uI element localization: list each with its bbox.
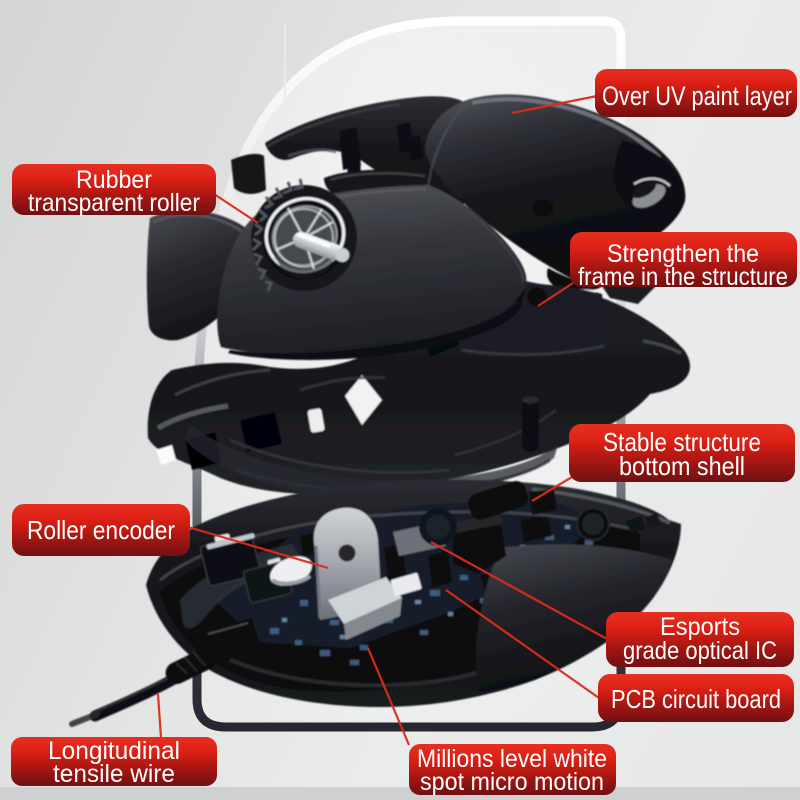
svg-text:PCB circuit board: PCB circuit board [611, 684, 781, 714]
svg-text:tensile wire: tensile wire [53, 760, 175, 788]
svg-text:Esports: Esports [660, 613, 740, 641]
svg-text:frame in the structure: frame in the structure [578, 263, 788, 291]
svg-text:bottom shell: bottom shell [619, 451, 745, 481]
svg-text:Rubber: Rubber [76, 166, 152, 194]
svg-text:Millions level white: Millions level white [417, 745, 607, 773]
svg-text:Over UV paint layer: Over UV paint layer [602, 81, 792, 111]
svg-text:transparent roller: transparent roller [28, 189, 200, 217]
svg-text:Longitudinal: Longitudinal [48, 737, 180, 765]
svg-text:Strengthen the: Strengthen the [607, 240, 759, 268]
svg-text:spot micro motion: spot micro motion [420, 768, 604, 796]
svg-text:Roller encoder: Roller encoder [27, 515, 175, 545]
svg-text:Stable structure: Stable structure [603, 427, 761, 457]
svg-text:grade optical IC: grade optical IC [623, 637, 777, 665]
